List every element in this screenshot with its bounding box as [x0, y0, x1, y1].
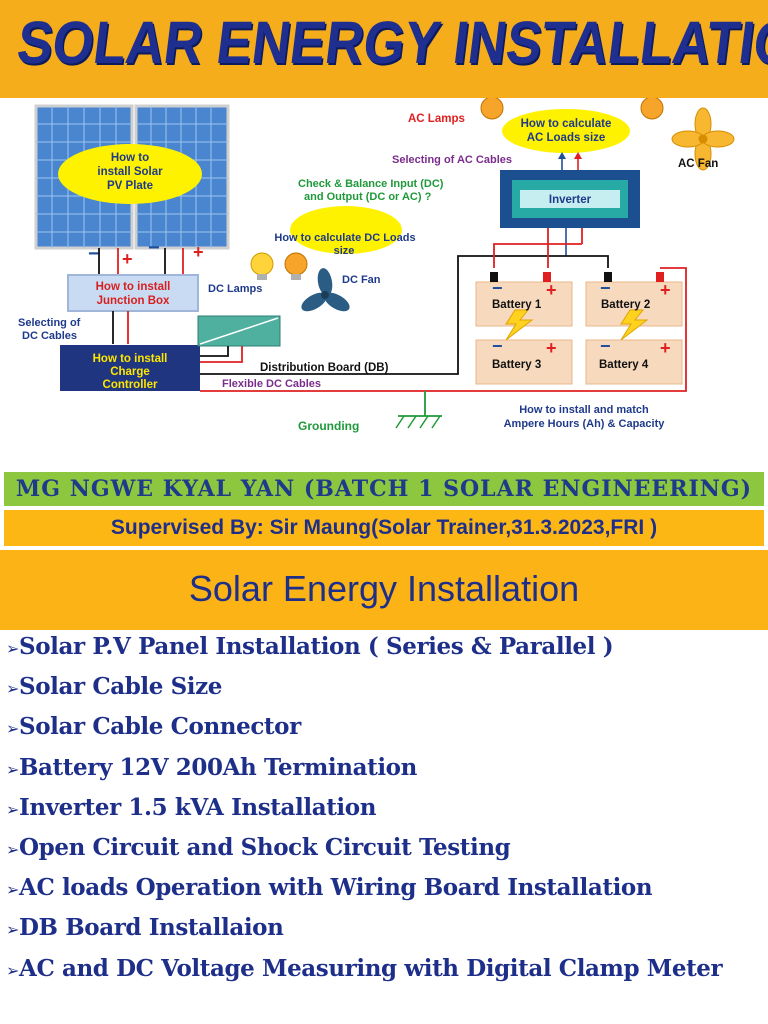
minus-sign: −: [492, 278, 503, 298]
pv-label-line: How to: [111, 152, 149, 164]
dc-fan-label: DC Fan: [342, 274, 381, 286]
lamp-icon: [284, 252, 308, 276]
solar-installation-diagram: How to install Solar PV Plate − + − + Ho…: [0, 98, 768, 443]
list-item-text: Battery 12V 200Ah Termination: [19, 753, 417, 781]
arrow-bullet-icon: ➢: [6, 839, 20, 859]
supervisor-bar: Supervised By: Sir Maung(Solar Trainer,3…: [4, 510, 764, 546]
charge-controller-label: How to install: [93, 353, 168, 365]
list-item-text: AC and DC Voltage Measuring with Digital…: [19, 954, 723, 982]
arrow-bullet-icon: ➢: [6, 639, 20, 658]
battery-label: Battery 2: [601, 299, 650, 311]
list-item-text: Open Circuit and Shock Circuit Testing: [19, 833, 511, 861]
lamp-icon: [480, 98, 504, 120]
topic-list: ➢Solar P.V Panel Installation ( Series &…: [6, 628, 766, 990]
dc-loads-label: size: [334, 245, 355, 257]
lamp-icon: [250, 252, 274, 276]
grounding-label: Grounding: [298, 419, 359, 433]
distribution-board-label: Distribution Board (DB): [260, 362, 389, 374]
ac-lamps-label: AC Lamps: [408, 113, 465, 125]
dc-fan-icon: [301, 268, 350, 312]
minus-sign: −: [600, 336, 611, 356]
junction-box-label: Junction Box: [97, 295, 170, 307]
pv-label-line: install Solar: [97, 166, 163, 178]
plus-sign: +: [660, 280, 671, 300]
list-item: ➢Solar Cable Connector: [6, 708, 766, 748]
flexible-dc-label: Flexible DC Cables: [222, 378, 321, 390]
charge-controller-label: Controller: [103, 379, 158, 391]
ac-fan-icon: [671, 107, 735, 171]
dc-lamps-label: DC Lamps: [208, 283, 262, 295]
selecting-dc-label: DC Cables: [22, 330, 77, 342]
selecting-ac-label: Selecting of AC Cables: [392, 154, 512, 166]
plus-sign: +: [122, 249, 133, 269]
title-banner: SOLAR ENERGY INSTALLATION: [0, 0, 768, 98]
arrow-bullet-icon: ➢: [6, 880, 20, 900]
list-item: ➢Solar Cable Size: [6, 668, 766, 708]
check-balance-label: Check & Balance Input (DC): [298, 178, 444, 190]
pv-label-line: PV Plate: [107, 180, 153, 192]
ac-loads-label: AC Loads size: [527, 132, 606, 144]
dc-loads-bubble: [290, 206, 402, 254]
plus-sign: +: [660, 338, 671, 358]
dc-loads-label: How to calculate DC Loads: [274, 232, 415, 244]
lamp-icon: [640, 98, 664, 120]
ampere-hours-label: How to install and match: [519, 404, 649, 416]
lamp-base-icon: [291, 274, 301, 280]
list-item-text: Inverter 1.5 kVA Installation: [19, 793, 377, 821]
minus-sign: −: [600, 278, 611, 298]
junction-box: [67, 274, 199, 312]
junction-box-label: How to install: [96, 281, 171, 293]
list-item-text: Solar P.V Panel Installation ( Series & …: [19, 633, 614, 660]
arrow-bullet-icon: ➢: [6, 759, 20, 779]
battery-label: Battery 3: [492, 359, 541, 371]
list-item-text: DB Board Installaion: [19, 914, 284, 942]
section-header: Solar Energy Installation: [0, 550, 768, 630]
charge-controller-label: Charge: [110, 366, 150, 378]
minus-sign: −: [88, 243, 100, 265]
list-item: ➢AC and DC Voltage Measuring with Digita…: [6, 950, 766, 990]
author-bar: MG NGWE KYAL YAN (BATCH 1 SOLAR ENGINEER…: [4, 472, 764, 506]
battery-label: Battery 1: [492, 299, 542, 311]
list-item-text: AC loads Operation with Wiring Board Ins…: [19, 874, 653, 902]
list-item-text: Solar Cable Connector: [19, 713, 301, 741]
list-item: ➢Inverter 1.5 kVA Installation: [6, 789, 766, 829]
ac-loads-label: How to calculate: [521, 118, 612, 130]
arrow-bullet-icon: ➢: [6, 719, 20, 739]
inverter-label: Inverter: [549, 194, 592, 206]
page-title: SOLAR ENERGY INSTALLATION: [13, 9, 768, 76]
minus-sign: −: [148, 237, 160, 259]
selecting-dc-label: Selecting of: [18, 317, 81, 329]
author-name: MG NGWE KYAL YAN (BATCH 1 SOLAR ENGINEER…: [15, 476, 753, 502]
charge-controller: [60, 345, 200, 391]
list-item: ➢Solar P.V Panel Installation ( Series &…: [6, 628, 766, 668]
arrow-bullet-icon: ➢: [6, 960, 20, 980]
list-item: ➢Open Circuit and Shock Circuit Testing: [6, 829, 766, 869]
arrow-bullet-icon: ➢: [6, 679, 20, 699]
ac-loads-bubble: [502, 109, 630, 153]
supervisor-text: Supervised By: Sir Maung(Solar Trainer,3…: [110, 516, 658, 539]
pv-label-bubble: [58, 144, 202, 204]
minus-sign: −: [492, 336, 503, 356]
battery-bank: [475, 272, 683, 385]
arrow-bullet-icon: ➢: [6, 799, 20, 819]
plus-sign: +: [546, 338, 557, 358]
list-item-text: Solar Cable Size: [19, 673, 223, 701]
lamp-base-icon: [257, 274, 267, 280]
section-title: Solar Energy Installation: [188, 568, 580, 609]
list-item: ➢DB Board Installaion: [6, 909, 766, 949]
ampere-hours-label: Ampere Hours (Ah) & Capacity: [504, 418, 666, 430]
ac-fan-label: AC Fan: [678, 158, 718, 170]
plus-sign: +: [546, 280, 557, 300]
check-balance-label: and Output (DC or AC) ?: [304, 191, 432, 203]
arrow-bullet-icon: ➢: [6, 920, 20, 940]
battery-label: Battery 4: [599, 359, 649, 371]
list-item: ➢AC loads Operation with Wiring Board In…: [6, 869, 766, 909]
list-item: ➢Battery 12V 200Ah Termination: [6, 749, 766, 789]
plus-sign: +: [193, 242, 204, 262]
